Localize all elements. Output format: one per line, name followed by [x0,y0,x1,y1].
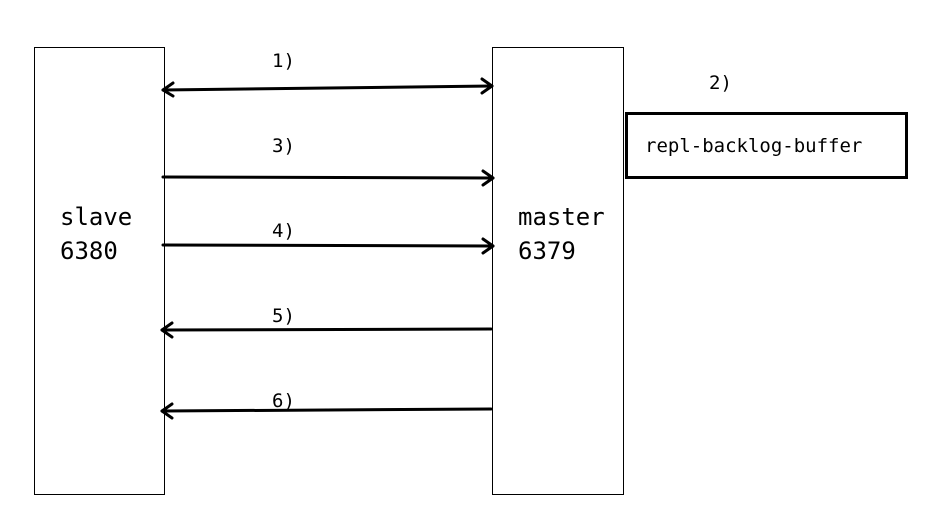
master-port: 6379 [518,237,576,265]
slave-node [34,47,165,495]
step-6-arrow [160,402,493,420]
master-name: master [518,203,605,231]
slave-port: 6380 [60,237,118,265]
step-4-label: 4) [272,220,295,242]
step-4-arrow [161,237,495,255]
step-3-arrow [161,169,495,187]
repl-backlog-buffer-box [625,112,908,179]
step-2-label: 2) [709,72,732,94]
step-5-label: 5) [272,305,295,327]
slave-label: slave 6380 [60,200,132,268]
step-5-arrow [160,321,493,339]
step-6-label: 6) [272,390,295,412]
repl-backlog-buffer-label: repl-backlog-buffer [645,135,863,157]
master-node [492,47,624,495]
master-label: master 6379 [518,200,605,268]
step-1-label: 1) [272,50,295,72]
step-1-arrow [161,77,494,98]
step-3-label: 3) [272,135,295,157]
slave-name: slave [60,203,133,231]
